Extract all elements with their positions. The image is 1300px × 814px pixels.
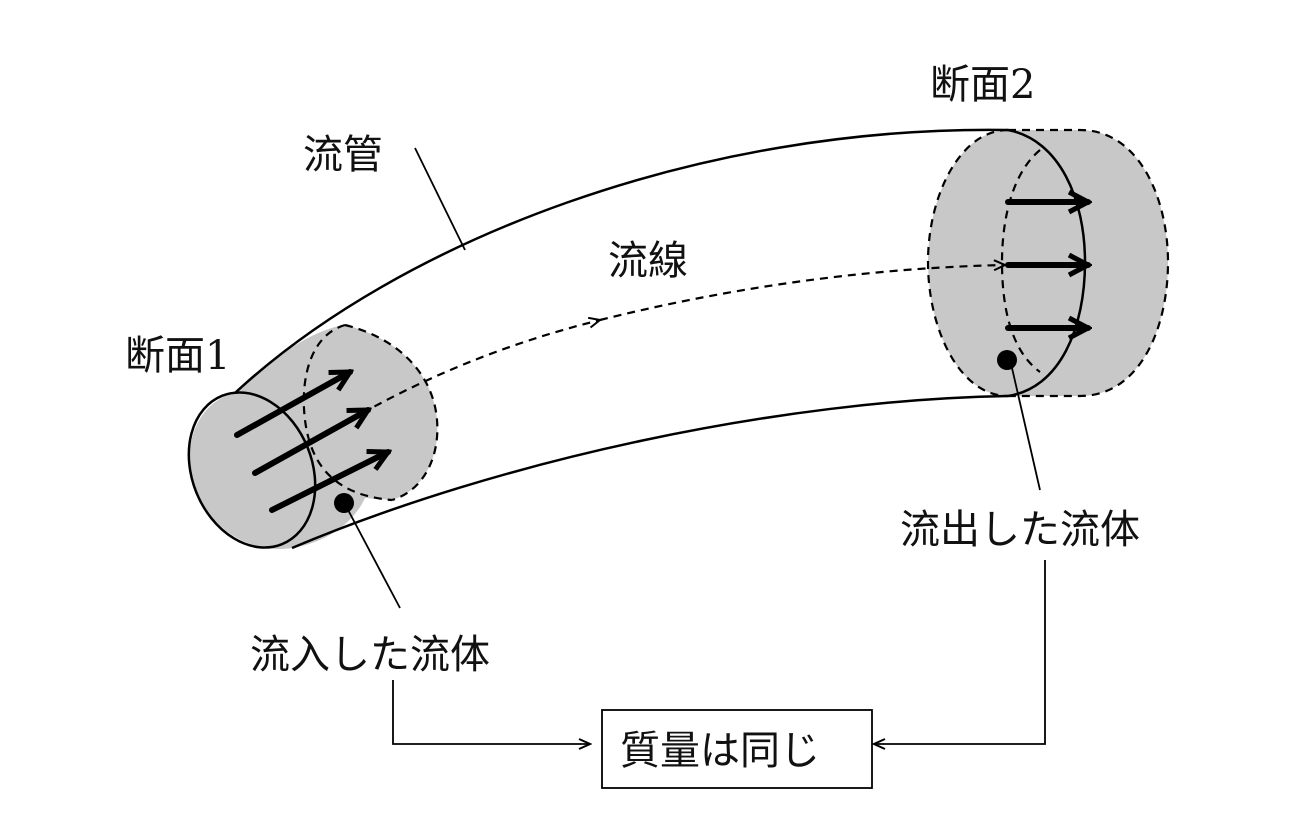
tube-lower-wall bbox=[291, 394, 1009, 550]
outflow-fluid-label: 流出した流体 bbox=[900, 507, 1140, 553]
inlet-velocity-arrows bbox=[234, 369, 388, 513]
outflow-connector bbox=[874, 560, 1046, 744]
same-mass-label: 質量は同じ bbox=[620, 728, 820, 774]
inlet-arrow-1 bbox=[234, 369, 350, 438]
tube-upper-wall bbox=[234, 128, 1009, 394]
inflow-particle bbox=[334, 493, 354, 513]
outflow-particle bbox=[997, 350, 1017, 370]
outlet-velocity-arrows bbox=[1005, 202, 1088, 328]
section1-label: 断面1 bbox=[125, 333, 230, 379]
stream-tube-leader bbox=[414, 147, 466, 251]
inlet-face bbox=[187, 391, 317, 549]
inlet-arrow-2 bbox=[252, 407, 368, 476]
inflow-leader bbox=[346, 507, 401, 609]
streamline-label: 流線 bbox=[608, 238, 688, 284]
section1-dashed-outline bbox=[302, 323, 439, 502]
inflow-connector bbox=[392, 680, 590, 744]
leader-lines bbox=[346, 147, 1041, 609]
connector-arrows bbox=[392, 560, 1046, 744]
inflow-fluid-label: 流入した流体 bbox=[250, 632, 490, 678]
stream-tube-outline bbox=[187, 128, 1009, 550]
streamline bbox=[349, 265, 1005, 421]
stream-tube-label: 流管 bbox=[303, 132, 383, 178]
outflow-leader bbox=[1011, 367, 1041, 491]
inlet-arrow-3 bbox=[269, 449, 388, 513]
same-mass-box bbox=[601, 709, 873, 789]
section2-label: 断面2 bbox=[930, 62, 1035, 108]
